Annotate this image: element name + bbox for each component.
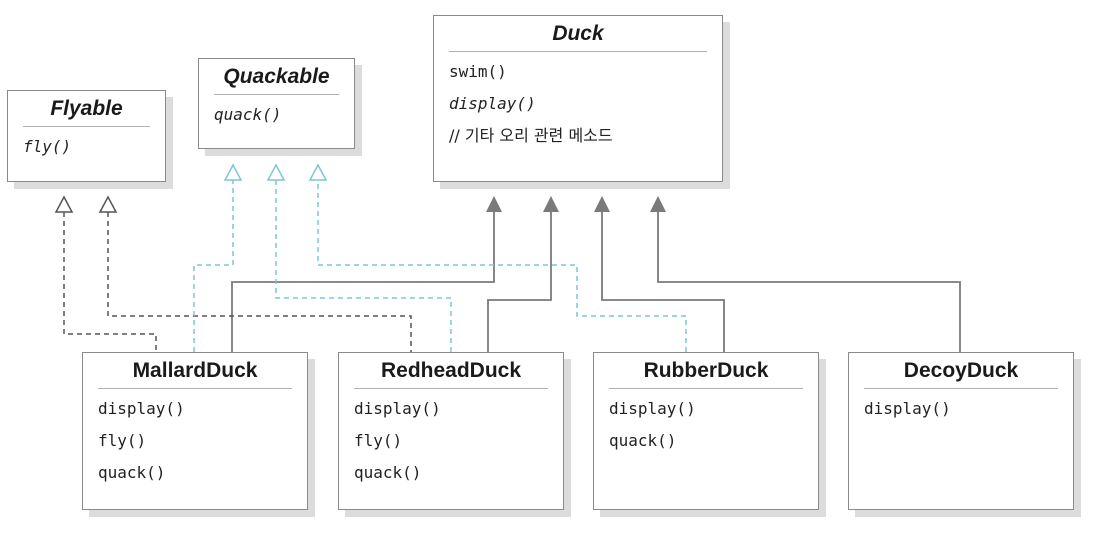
quackable-realization-arrowhead [308,163,328,181]
mallard-implements-quackable-line [193,180,234,352]
mallard-extends-duck-line [231,212,495,352]
rubber-method-display: display() [609,399,696,418]
mallard-implements-flyable-line [63,212,157,352]
duck-class-box: Duck swim() display() // 기타 오리 관련 메소드 [433,15,723,182]
mallard-method-quack: quack() [98,463,166,482]
duck-method-list: swim() display() // 기타 오리 관련 메소드 [434,52,722,156]
duck-method-display: display() [449,94,536,113]
redhead-duck-method-list: display() fly() quack() [339,389,563,493]
duck-class-name: Duck [449,16,707,52]
quackable-method-quack: quack() [214,105,282,124]
decoy-duck-class-name: DecoyDuck [864,353,1058,389]
redhead-method-fly: fly() [354,431,403,450]
flyable-method-list: fly() [8,127,165,167]
mallard-duck-class-box: MallardDuck display() fly() quack() [82,352,308,510]
quackable-interface-name: Quackable [214,59,339,95]
redhead-duck-class-box: RedheadDuck display() fly() quack() [338,352,564,510]
redhead-implements-quackable-line [275,180,452,352]
rubber-extends-duck-line [601,212,725,352]
quackable-interface-box: Quackable quack() [198,58,355,149]
rubber-duck-class-name: RubberDuck [609,353,803,389]
redhead-implements-flyable-line [107,212,412,352]
mallard-method-fly: fly() [98,431,147,450]
quackable-realization-arrowhead [266,163,286,181]
flyable-method-fly: fly() [23,137,72,156]
duck-inheritance-arrowhead [543,196,559,212]
redhead-duck-class-name: RedheadDuck [354,353,548,389]
decoy-duck-method-list: display() [849,389,1073,429]
flyable-interface-name: Flyable [23,91,150,127]
rubber-duck-class-box: RubberDuck display() quack() [593,352,819,510]
flyable-realization-arrowhead [98,195,118,213]
quackable-realization-arrowhead [223,163,243,181]
duck-inheritance-arrowhead [486,196,502,212]
rubber-implements-quackable-line [317,180,687,352]
rubber-method-quack: quack() [609,431,677,450]
flyable-interface-box: Flyable fly() [7,90,166,182]
quackable-method-list: quack() [199,95,354,135]
decoy-duck-class-box: DecoyDuck display() [848,352,1074,510]
flyable-realization-arrowhead [54,195,74,213]
mallard-method-display: display() [98,399,185,418]
duck-inheritance-arrowhead [650,196,666,212]
rubber-duck-method-list: display() quack() [594,389,818,461]
mallard-duck-class-name: MallardDuck [98,353,292,389]
decoy-method-display: display() [864,399,951,418]
duck-method-comment: // 기타 오리 관련 메소드 [449,126,613,145]
decoy-extends-duck-line [657,212,961,352]
redhead-extends-duck-line [487,212,552,352]
mallard-duck-method-list: display() fly() quack() [83,389,307,493]
duck-method-swim: swim() [449,62,507,81]
duck-inheritance-arrowhead [594,196,610,212]
redhead-method-display: display() [354,399,441,418]
redhead-method-quack: quack() [354,463,422,482]
